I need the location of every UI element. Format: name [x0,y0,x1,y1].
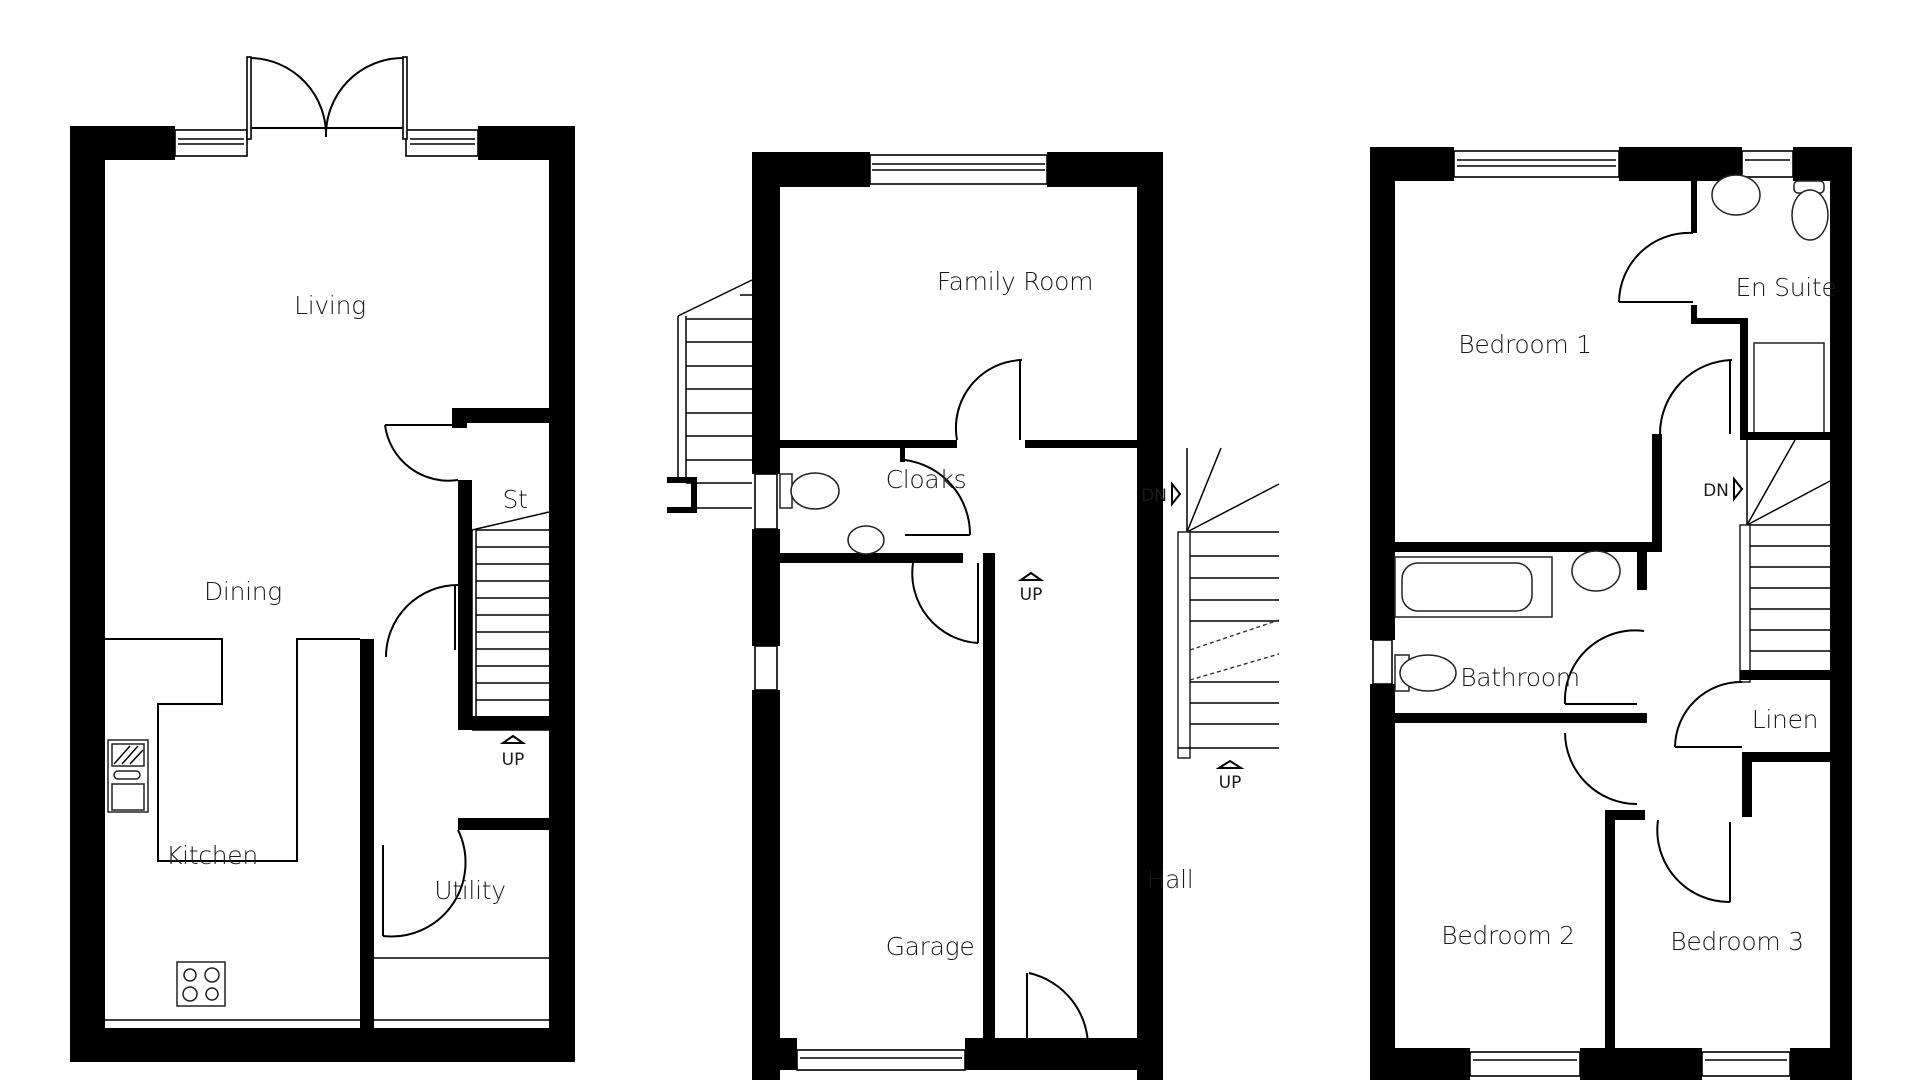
floor-plan-left: Living Dining Kitchen Utility St UP [70,56,575,1062]
bath-icon [1394,556,1553,618]
room-label-cloaks: Cloaks [886,465,967,494]
room-label-utility: Utility [434,876,505,905]
ensuite-basin-icon [1711,174,1761,216]
room-label-bedroom-3: Bedroom 3 [1670,927,1803,956]
floor-plan-right: Bedroom 1 En Suite Bathroom Linen Bedroo… [1370,147,1852,1080]
svg-text:UP: UP [1020,585,1043,605]
svg-text:DN: DN [1141,486,1167,506]
room-label-dining: Dining [204,577,282,606]
bathroom-basin-icon [1571,550,1621,592]
room-label-kitchen: Kitchen [166,841,258,870]
room-label-garage: Garage [886,932,975,961]
svg-text:UP: UP [502,750,525,770]
stair-treads-landing [1750,524,1830,652]
room-label-st: St [502,485,527,514]
stair-treads-left [472,529,549,731]
hob-icon [176,961,226,1007]
svg-text:UP: UP [1219,773,1242,793]
stair-up-marker: UP [1017,571,1045,605]
room-label-en-suite: En Suite [1735,273,1836,302]
room-label-bedroom-1: Bedroom 1 [1458,330,1591,359]
stair-up-marker: UP [1215,759,1245,793]
stair-treads-hall [1178,531,1280,749]
toilet-icon [779,472,840,510]
room-label-bathroom: Bathroom [1460,663,1580,692]
floor-plan-middle: Family Room Cloaks Garage Hall DN UP UP [667,152,1280,1080]
room-label-linen: Linen [1752,705,1818,734]
stair-down-marker: DN [1141,481,1182,507]
room-label-bedroom-2: Bedroom 2 [1441,921,1574,950]
svg-text:DN: DN [1703,481,1729,501]
room-label-family-room: Family Room [937,267,1093,296]
stair-down-marker: DN [1703,476,1744,502]
stair-treads-external [686,294,752,509]
stair-up-marker: UP [499,734,527,770]
room-label-living: Living [294,291,366,320]
bathroom-toilet-icon [1394,654,1457,692]
kitchen-sink-icon [107,739,149,813]
room-label-hall: Hall [1147,865,1194,894]
ensuite-toilet-icon [1791,180,1829,241]
basin-icon [847,525,885,555]
